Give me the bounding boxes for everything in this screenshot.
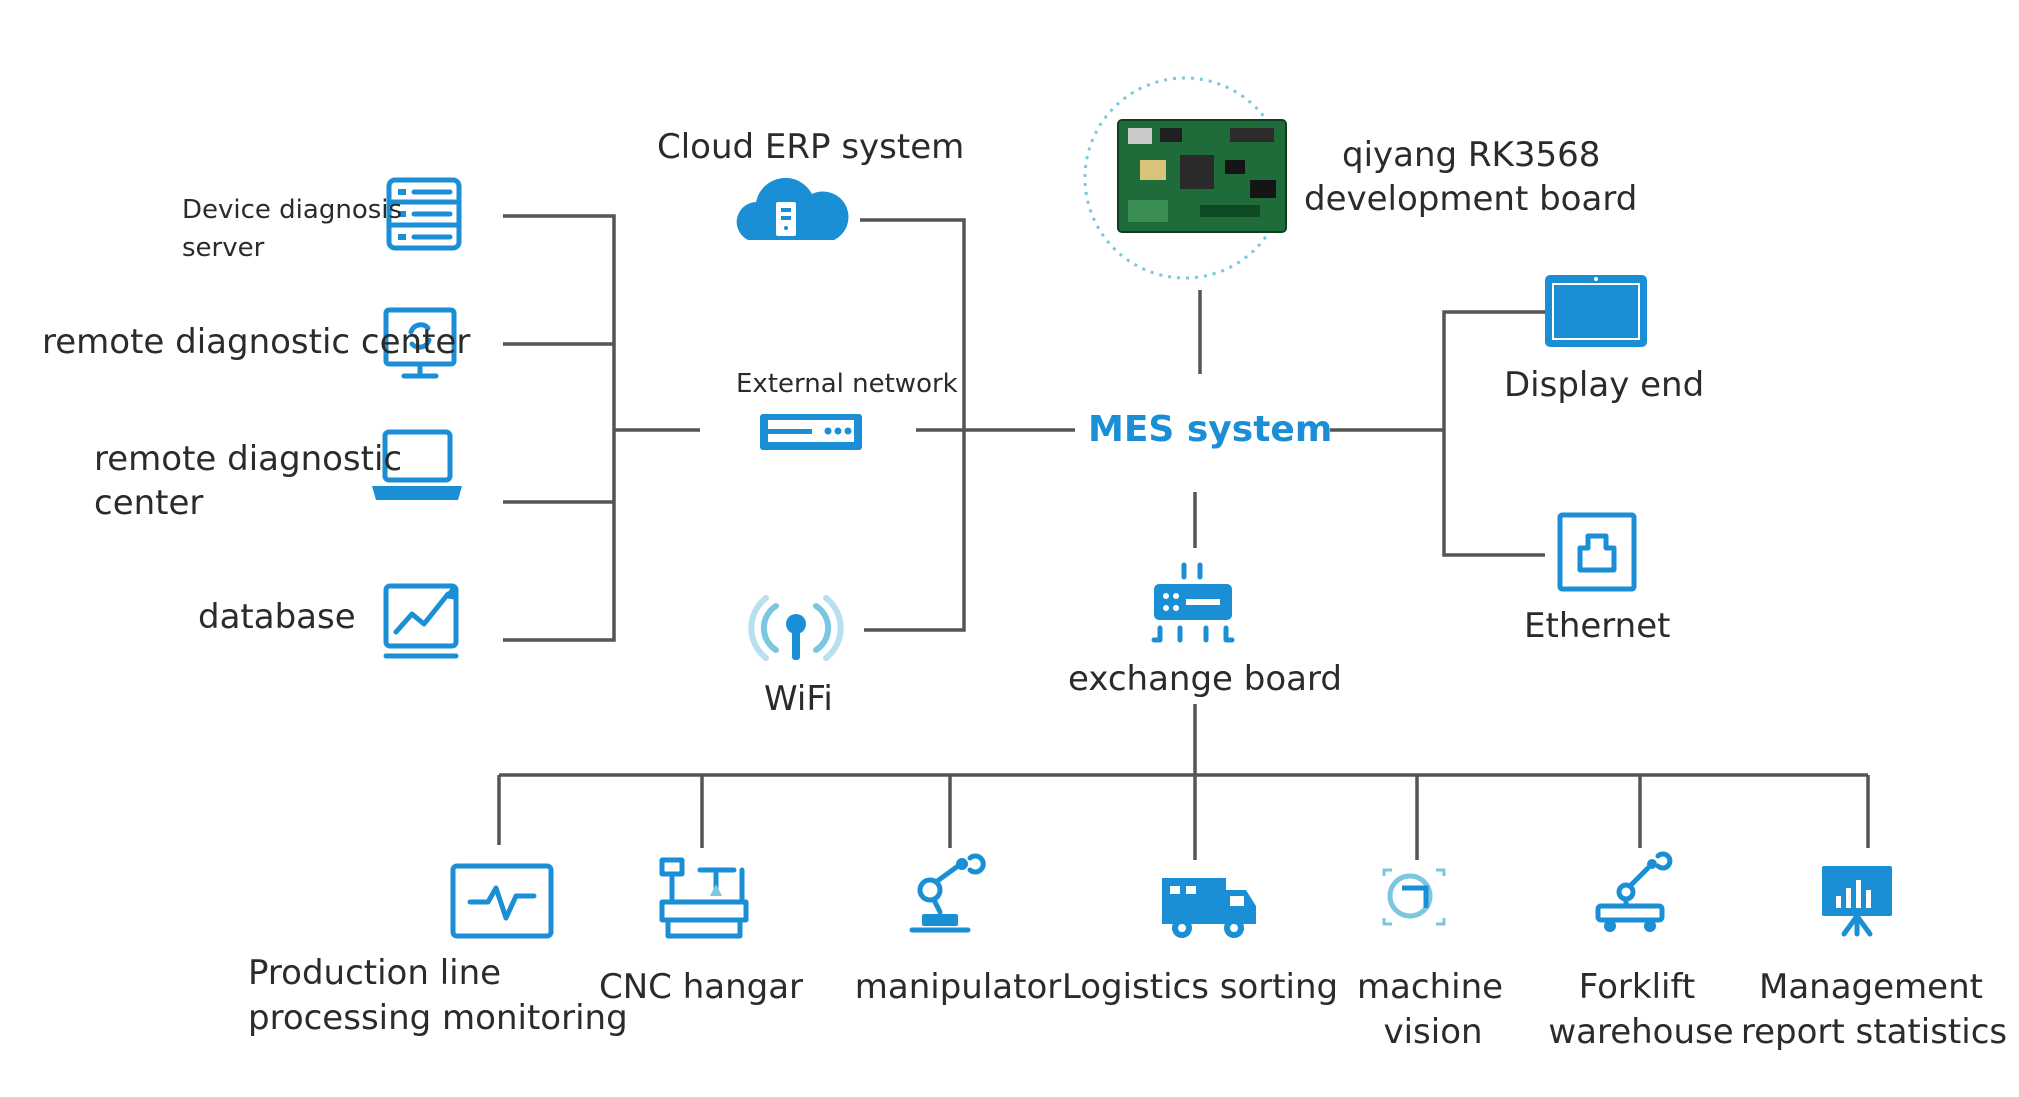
left-bus-line (503, 214, 616, 642)
device-diagnosis-server-label-2: server (182, 233, 265, 263)
wifi-antenna-icon (748, 595, 844, 661)
board-label-1: qiyang RK3568 (1342, 135, 1601, 175)
pcb-chip (1225, 160, 1245, 174)
machine-vision-label-2: vision (1383, 1012, 1483, 1052)
management-report-label-1: Management (1759, 967, 1983, 1007)
trend-chart-icon (383, 583, 459, 659)
monitor-sync-icon (383, 307, 457, 379)
robot-arm-icon (909, 853, 986, 933)
remote-diagnostic-center-2-label-2: center (94, 483, 204, 523)
development-board-image (1083, 76, 1287, 280)
pcb-connector (1230, 128, 1274, 142)
report-board-icon (1822, 866, 1892, 937)
logistics-sorting-label: Logistics sorting (1061, 967, 1339, 1007)
cnc-machine-icon (659, 857, 749, 939)
network-bus-line (860, 218, 966, 632)
laptop-icon (372, 429, 462, 500)
database-label: database (198, 597, 356, 637)
pcb-soc-chip (1180, 155, 1214, 189)
remote-diagnostic-center-2-label-1: remote diagnostic (94, 439, 403, 479)
pcb-component (1140, 160, 1166, 180)
cloud-server-icon (736, 177, 849, 240)
forklift-warehouse-label-2: warehouse (1548, 1012, 1734, 1052)
connector-lines (497, 214, 1870, 860)
board-label-2: development board (1304, 179, 1638, 219)
ethernet-port-icon (1557, 512, 1637, 592)
exchange-board-label: exchange board (1068, 659, 1342, 699)
manipulator-label: manipulator (854, 967, 1062, 1007)
server-rack-icon (386, 177, 462, 251)
forklift-robot-icon (1595, 851, 1673, 932)
production-line-label-1: Production line (248, 953, 502, 993)
forklift-warehouse-label-1: Forklift (1578, 967, 1696, 1007)
tablet-icon (1545, 275, 1647, 347)
pcb-connector (1160, 128, 1182, 142)
production-line-label-2: processing monitoring (248, 998, 628, 1038)
cnc-hangar-label: CNC hangar (598, 967, 804, 1007)
external-network-label: External network (736, 369, 958, 399)
machine-vision-label-1: machine (1356, 967, 1504, 1007)
pcb-header (1200, 205, 1260, 217)
truck-icon (1162, 878, 1256, 938)
cloud-erp-label: Cloud ERP system (657, 127, 965, 167)
eye-lens-icon (1382, 868, 1446, 926)
pcb-module (1128, 200, 1168, 222)
switch-icon (1151, 562, 1235, 643)
mes-system-label: MES system (1088, 409, 1333, 450)
ethernet-label: Ethernet (1524, 606, 1671, 646)
remote-diagnostic-center-label: remote diagnostic center (42, 322, 471, 362)
right-bus-line (1442, 310, 1545, 557)
pcb-connector (1128, 128, 1152, 144)
pcb-chip (1250, 180, 1276, 198)
wifi-label: WiFi (764, 679, 833, 719)
network-device-icon (760, 414, 862, 450)
management-report-label-2: report statistics (1740, 1012, 2008, 1052)
display-end-label: Display end (1504, 365, 1705, 405)
device-diagnosis-server-label-1: Device diagnosis (182, 195, 403, 225)
pulse-monitor-icon (450, 863, 554, 939)
